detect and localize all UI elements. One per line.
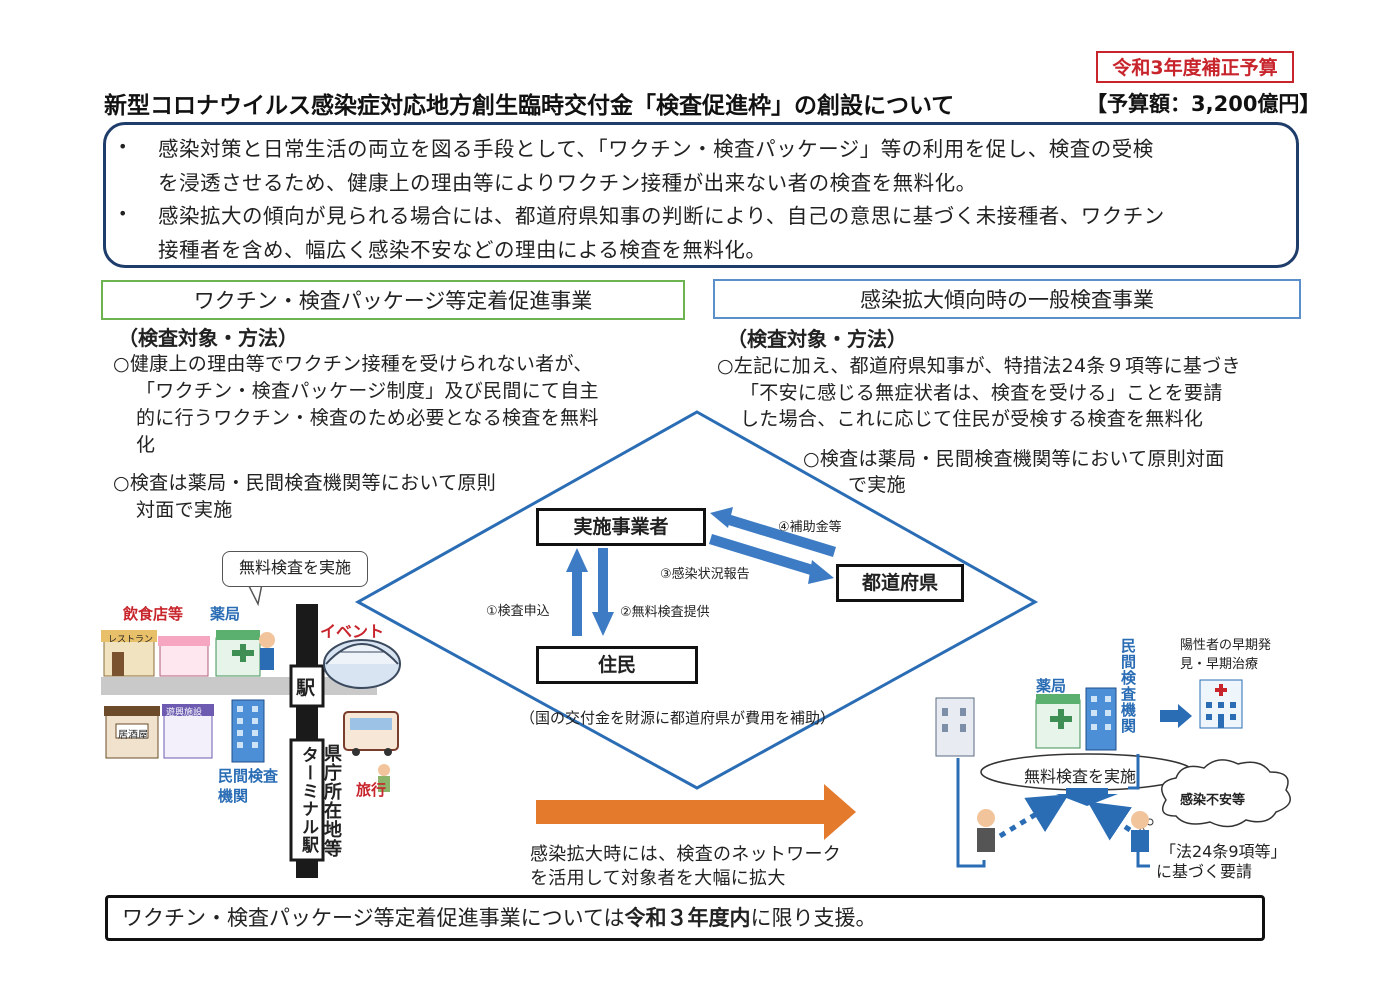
lab-label-right: 民間検査機関: [1119, 638, 1137, 734]
expansion-line: を活用して対象者を大幅に拡大: [530, 868, 786, 889]
right-text-line: で実施: [848, 474, 906, 496]
person-left: [977, 809, 995, 852]
person-right: [1131, 811, 1149, 852]
left-text-line: ○健康上の理由等でワクチン接種を受けられない者が、: [113, 353, 593, 375]
bus-illustration: [343, 711, 399, 792]
event-label: イベント: [320, 622, 385, 641]
stadium-illustration: [323, 639, 401, 689]
summary-line: 接種者を含め、幅広く感染不安などの理由による検査を無料化。: [158, 238, 767, 262]
summary-line: 感染対策と日常生活の両立を図る手段として、「ワクチン・検査パッケージ」等の利用を…: [158, 137, 1154, 161]
step3-label: ③感染状況報告: [660, 567, 750, 582]
left-flow-line: [956, 758, 986, 868]
dotted-arrow-left: [998, 794, 1069, 839]
capital-label: 県庁所在地等: [321, 744, 342, 858]
dotted-arrow-right: [1087, 801, 1132, 841]
free-test-label-right: 無料検査を実施: [1024, 767, 1137, 786]
residents-box: 住民: [536, 646, 698, 684]
left-text-line: 化: [136, 434, 156, 456]
right-text-line: した場合、これに応じて住民が受検する検査を無料化: [740, 408, 1204, 430]
step4-label: ④補助金等: [778, 520, 842, 535]
left-text-line: 的に行うワクチン・検査のため必要となる検査を無料: [136, 407, 599, 429]
pharmacy-label: 薬局: [210, 605, 241, 623]
left-text-line: ○検査は薬局・民間検査機関等において原則: [113, 472, 497, 494]
travel-label: 旅行: [356, 781, 387, 799]
anxiety-cloud: [1161, 759, 1291, 828]
to-hospital-arrow: [1160, 704, 1192, 728]
budget-badge: 令和3年度補正予算: [1096, 51, 1294, 83]
amusement-sign: 遊興施設: [166, 708, 203, 718]
expansion-line: 感染拡大時には、検査のネットワーク: [530, 844, 842, 865]
right-text-line: ○検査は薬局・民間検査機関等において原則対面: [803, 448, 1225, 470]
bottom-note-prefix: ワクチン・検査パッケージ等定着促進事業については: [122, 906, 625, 930]
bottom-note-suffix: に限り支援。: [750, 906, 877, 930]
pharmacy-label-right: 薬局: [1036, 677, 1067, 695]
hospital-building: [1199, 679, 1243, 729]
anxiety-label: 感染不安等: [1180, 793, 1246, 808]
summary-bullet-1: •: [118, 137, 128, 156]
summary-box: [103, 122, 1299, 268]
amusement-building: [162, 704, 214, 759]
pharmacy-building: [215, 630, 261, 677]
step1-label: ①検査申込: [486, 604, 550, 619]
right-text-line: ○左記に加え、都道府県知事が、特措法24条９項等に基づき: [717, 355, 1241, 377]
summary-line: を浸透させるため、健康上の理由等によりワクチン接種が出来ない者の検査を無料化。: [158, 171, 977, 195]
diagram-diamond: [354, 410, 1039, 790]
step2-label: ②無料検査提供: [620, 605, 710, 620]
lab-building-right: [1085, 687, 1117, 751]
bottom-note: ワクチン・検査パッケージ等定着促進事業については令和３年度内に限り支援。: [105, 895, 1265, 941]
summary-line: 感染拡大の傾向が見られる場合には、都道府県知事の判断により、自己の意思に基づく未…: [158, 204, 1165, 228]
left-text-line: 対面で実施: [136, 499, 233, 521]
request-line: 「法24条9項等」: [1160, 842, 1287, 861]
budget-amount: 【予算額：3,200億円】: [1086, 92, 1321, 116]
summary-bullet-2: •: [118, 204, 128, 223]
restaurants-label: 飲食店等: [123, 605, 184, 623]
lab-building-left: [231, 699, 265, 763]
left-section-header: ワクチン・検査パッケージ等定着促進事業: [101, 280, 685, 320]
restaurant-sign: レストラン: [108, 635, 154, 645]
prefecture-box: 都道府県: [836, 564, 964, 602]
free-test-bubble: 無料検査を実施: [222, 551, 368, 587]
karaoke-building: [158, 636, 210, 677]
page-title: 新型コロナウイルス感染症対応地方創生臨時交付金「検査促進枠」の創設について: [104, 93, 955, 119]
izakaya-building: [104, 706, 160, 759]
down-arrow: [592, 548, 614, 636]
left-text-line: 「ワクチン・検査パッケージ制度」及び民間にて自主: [136, 380, 599, 402]
right-subheading: （検査対象・方法）: [727, 327, 907, 351]
funding-note: （国の交付金を財源に都道府県が費用を補助）: [520, 709, 836, 727]
report-arrow: [709, 534, 834, 584]
up-arrow: [566, 548, 588, 636]
right-text-line: 「不安に感じる無症状者は、検査を受ける」ことを要請: [740, 382, 1223, 404]
early-treatment-line: 陽性者の早期発: [1180, 638, 1272, 653]
right-flow-line: [1128, 754, 1140, 790]
bank-building: [935, 697, 975, 757]
expansion-arrow: [536, 784, 856, 840]
izakaya-sign: 居酒屋: [118, 730, 148, 741]
implementer-box: 実施事業者: [536, 508, 706, 546]
request-line: に基づく要請: [1156, 862, 1253, 881]
lab-label-left: 民間検査 機関: [218, 767, 279, 805]
pharmacy-building-right: [1035, 694, 1081, 749]
left-subheading: （検査対象・方法）: [118, 326, 298, 350]
person-figure: [259, 632, 275, 670]
right-section-header: 感染拡大傾向時の一般検査事業: [713, 279, 1301, 319]
subsidy-arrow: [710, 507, 836, 557]
terminal-label: ターミナル駅: [298, 746, 318, 854]
station-label: 駅: [296, 677, 316, 699]
early-treatment-line: 見・早期治療: [1180, 657, 1259, 672]
bottom-note-bold: 令和３年度内: [624, 906, 751, 930]
restaurant-building: [101, 630, 157, 677]
center-down-arrow: [1056, 788, 1118, 806]
